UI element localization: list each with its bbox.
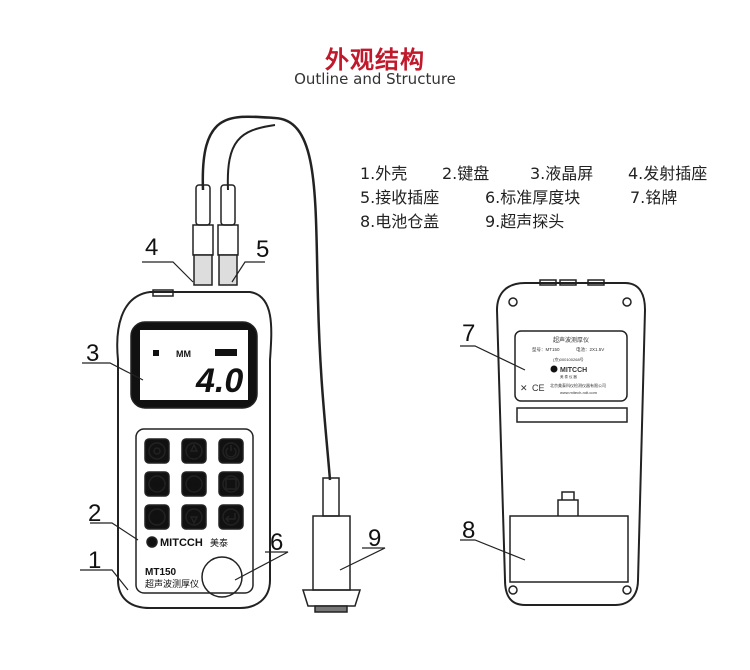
key-label: MM [152, 519, 160, 525]
down-arrow-icon [189, 516, 199, 525]
legend-item: 5.接收插座 [360, 188, 440, 207]
lcd-unit: MM [176, 349, 191, 359]
front-case [116, 291, 273, 609]
brand-logo [146, 536, 158, 548]
callout-7: 7 [462, 320, 475, 347]
callout-6: 6 [270, 529, 283, 556]
callout-5: 5 [256, 236, 269, 263]
nameplate-text: 超声波测厚仪 型号：MT150 电池：2X1.5V (京)000100268号 … [520, 336, 606, 395]
key-label: PRB [150, 482, 165, 489]
legend-item: 9.超声探头 [485, 212, 565, 231]
brand-name: MITCCH [160, 537, 203, 549]
nameplate-brand: MITCCH [560, 367, 587, 374]
standard-block [201, 556, 243, 598]
nameplate [514, 330, 628, 402]
key-label: ALRM [188, 510, 199, 515]
callout-9: 9 [368, 525, 381, 552]
power-icon [225, 445, 237, 458]
receive-connector [217, 184, 239, 286]
lcd-screen [140, 330, 248, 400]
model-name: MT150 [145, 567, 177, 578]
probe-cable [201, 115, 332, 481]
nameplate-model: 型号：MT150 [532, 346, 560, 353]
keys: SCAN PRB CAL IN MM ALRM [144, 438, 244, 530]
battery-icon [215, 349, 237, 356]
nameplate-brand-cn: 美 泰 仪 器 [560, 374, 577, 379]
keypad [135, 428, 254, 594]
model-name-cn: 超声波测厚仪 [145, 578, 199, 589]
battery-cover [509, 515, 629, 583]
legend-item: 1.外壳 [360, 164, 408, 183]
callout-3: 3 [86, 340, 99, 367]
page-subtitle: Outline and Structure [294, 70, 456, 88]
top-button [152, 289, 174, 297]
callout-1: 1 [88, 547, 101, 574]
callout-2: 2 [88, 500, 101, 527]
weee-icon: ✕ [520, 383, 528, 393]
ce-mark: CE [532, 383, 545, 393]
callout-8: 8 [462, 517, 475, 544]
callout-lines [80, 261, 526, 591]
lcd-value: 4.0 [195, 362, 243, 400]
probe-cable [226, 124, 276, 191]
transmit-connector [192, 184, 214, 286]
nameplate-company: 北京美泰科仪检测仪器有限公司 [550, 382, 606, 388]
key-label: CAL [187, 482, 202, 489]
nameplate-battery: 电池：2X1.5V [576, 346, 604, 352]
save-icon [225, 478, 237, 490]
legend-item: 4.发射插座 [628, 164, 708, 183]
legend-item: 8.电池仓盖 [360, 212, 440, 231]
legend-item: 2.键盘 [442, 164, 490, 183]
nameplate-cert: (京)000100268号 [553, 356, 584, 362]
up-arrow-icon [189, 443, 199, 452]
ultrasonic-probe [301, 477, 362, 613]
legend-item: 7.铭牌 [630, 188, 678, 207]
callout-4: 4 [145, 234, 158, 261]
legend-item: 3.液晶屏 [530, 164, 594, 183]
key-label: SCAN [188, 454, 199, 459]
page-title: 外观结构 [325, 46, 425, 74]
back-slot [516, 407, 628, 423]
nameplate-website: www.mitech-ndt.com [560, 390, 598, 395]
enter-icon [224, 513, 236, 523]
legend-item: 6.标准厚度块 [485, 188, 581, 207]
key-label: IN [153, 511, 158, 517]
back-case [495, 282, 647, 606]
nameplate-title: 超声波测厚仪 [553, 336, 589, 344]
brand-name-cn: 美泰 [210, 537, 228, 548]
